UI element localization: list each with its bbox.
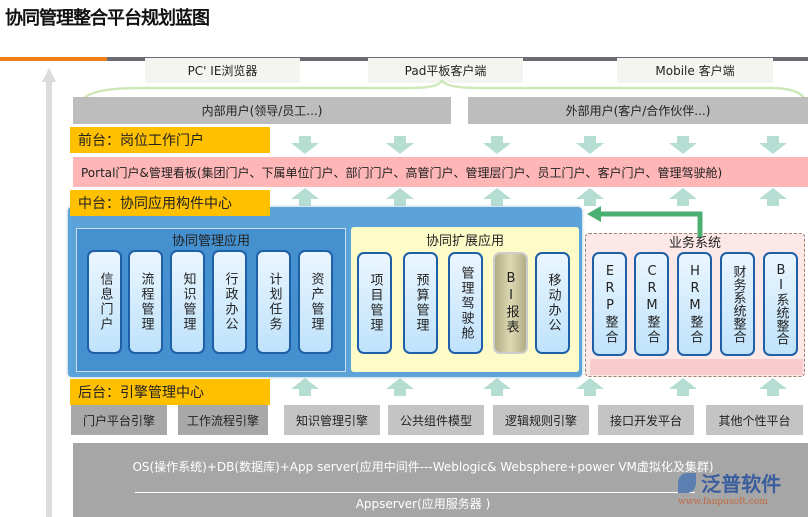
module-label: 信息门户 bbox=[97, 272, 113, 332]
module-ext-1: 预算管理 bbox=[403, 252, 438, 354]
engine-5: 接口开发平台 bbox=[598, 405, 694, 435]
module-mgmt-2: 知识管理 bbox=[170, 250, 205, 354]
front-label: 前台：岗位工作门户 bbox=[70, 127, 270, 153]
logo: 泛普软件 www.fanpusoft.com bbox=[678, 468, 808, 507]
biz-title: 业务系统 bbox=[668, 236, 721, 251]
flow-arrow-u-icon bbox=[759, 378, 787, 396]
integration-arrow bbox=[587, 206, 703, 237]
internal-users: 内部用户(领导/员工...) bbox=[73, 97, 451, 124]
flow-arrow-u-icon bbox=[669, 378, 697, 396]
module-label: HRM整合 bbox=[687, 263, 703, 345]
flow-arrow-u-icon bbox=[759, 188, 787, 206]
module-ext-0: 项目管理 bbox=[357, 252, 392, 354]
module-ext-2: 管理驾驶舱 bbox=[448, 252, 483, 354]
flow-arrow-u-icon bbox=[386, 188, 414, 206]
module-ext-3: BI报表 bbox=[493, 252, 528, 354]
brace bbox=[81, 80, 807, 101]
flow-arrow-d-icon bbox=[759, 136, 787, 154]
engine-1: 工作流程引擎 bbox=[178, 405, 268, 435]
flow-arrow-d-icon bbox=[483, 136, 511, 154]
biz-bottom-bar bbox=[590, 359, 803, 375]
module-label: ERP整合 bbox=[602, 263, 618, 345]
external-users: 外部用户(客户/合作伙伴...) bbox=[468, 97, 808, 124]
flow-arrow-u-icon bbox=[483, 378, 511, 396]
flow-arrow-d-icon bbox=[669, 136, 697, 154]
module-mgmt-5: 资产管理 bbox=[298, 250, 333, 354]
client-pc: PC' IE浏览器 bbox=[145, 58, 300, 83]
module-label: BI报表 bbox=[503, 271, 519, 335]
module-biz-3: 财务系统整合 bbox=[720, 252, 755, 356]
flow-arrow-u-icon bbox=[386, 378, 414, 396]
module-label: BI系统整合 bbox=[773, 263, 789, 345]
module-label: 项目管理 bbox=[367, 273, 383, 333]
module-mgmt-4: 计划任务 bbox=[256, 250, 291, 354]
divider-orange bbox=[0, 57, 107, 61]
flow-arrow-d-icon bbox=[576, 136, 604, 154]
engine-0: 门户平台引擎 bbox=[71, 405, 167, 435]
portal-bar: Portal门户&管理看板(集团门户、下属单位门户、部门门户、高管门户、管理层门… bbox=[73, 157, 808, 187]
back-label: 后台：引擎管理中心 bbox=[70, 379, 270, 405]
module-label: 流程管理 bbox=[138, 272, 154, 332]
module-biz-0: ERP整合 bbox=[592, 252, 627, 356]
module-mgmt-1: 流程管理 bbox=[128, 250, 163, 354]
module-label: 财务系统整合 bbox=[730, 265, 746, 343]
appserver-text: Appserver(应用服务器 ) bbox=[355, 497, 491, 511]
engine-3: 公共组件模型 bbox=[388, 405, 484, 435]
infra-divider bbox=[135, 492, 695, 493]
module-mgmt-0: 信息门户 bbox=[87, 250, 122, 354]
client-mobile: Mobile 客户端 bbox=[617, 58, 773, 83]
module-label: CRM整合 bbox=[644, 263, 660, 345]
module-label: 管理驾驶舱 bbox=[458, 265, 474, 341]
module-biz-4: BI系统整合 bbox=[763, 252, 798, 356]
flow-arrow-u-icon bbox=[576, 188, 604, 206]
module-label: 资产管理 bbox=[308, 272, 324, 332]
os-text: OS(操作系统)+DB(数据库)+App server(应用中间件---Webl… bbox=[132, 460, 714, 474]
flow-arrow-u-icon bbox=[291, 378, 319, 396]
module-label: 预算管理 bbox=[413, 273, 429, 333]
module-ext-4: 移动办公 bbox=[535, 252, 570, 354]
logo-name: 泛普软件 bbox=[701, 472, 782, 496]
module-label: 计划任务 bbox=[266, 272, 282, 332]
flow-arrow-d-icon bbox=[291, 136, 319, 154]
engine-2: 知识管理引擎 bbox=[284, 405, 380, 435]
page-title: 协同管理整合平台规划蓝图 bbox=[5, 8, 210, 29]
engine-6: 其他个性平台 bbox=[706, 405, 803, 435]
flow-arrow-u-icon bbox=[483, 188, 511, 206]
logo-icon bbox=[678, 472, 696, 493]
module-biz-2: HRM整合 bbox=[677, 252, 712, 356]
module-biz-1: CRM整合 bbox=[634, 252, 669, 356]
flow-arrow-u-icon bbox=[576, 378, 604, 396]
module-label: 移动办公 bbox=[545, 273, 561, 333]
mgmt-title: 协同管理应用 bbox=[171, 234, 250, 249]
module-label: 知识管理 bbox=[180, 272, 196, 332]
ext-title: 协同扩展应用 bbox=[425, 234, 504, 249]
vertical-axis-arrow bbox=[42, 68, 56, 517]
module-mgmt-3: 行政办公 bbox=[212, 250, 247, 354]
middle-label: 中台：协同应用构件中心 bbox=[70, 190, 270, 216]
engine-4: 逻辑规则引擎 bbox=[493, 405, 589, 435]
flow-arrow-u-icon bbox=[669, 188, 697, 206]
flow-arrow-d-icon bbox=[386, 136, 414, 154]
module-label: 行政办公 bbox=[222, 272, 238, 332]
flow-arrow-u-icon bbox=[291, 188, 319, 206]
client-pad: Pad平板客户端 bbox=[368, 58, 523, 83]
logo-url: www.fanpusoft.com bbox=[678, 497, 768, 507]
